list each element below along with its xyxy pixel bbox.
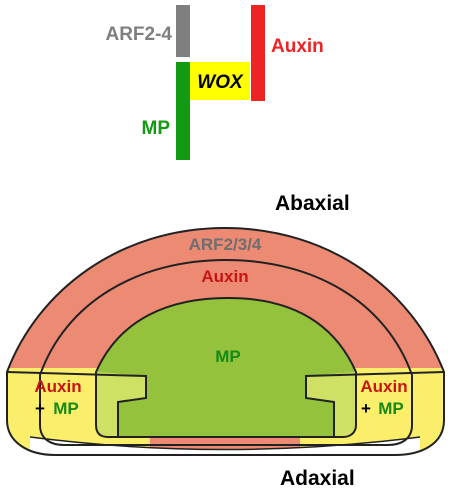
left-margin-mp-label: MP — [53, 399, 79, 418]
adaxial-inner-outline — [29, 436, 421, 451]
mp-label: MP — [142, 118, 171, 139]
left-margin-plus: + — [35, 399, 45, 418]
right-overlap-zone — [306, 372, 356, 437]
mp-activation-bar — [176, 62, 190, 160]
adaxial-label: Adaxial — [280, 467, 355, 490]
center-mp-outline — [95, 296, 357, 438]
outer-layer-label: ARF2/3/4 — [189, 235, 262, 254]
organ-cross-section: ARF2/3/4 Auxin MP Auxin + MP Auxin + MP — [6, 226, 445, 461]
auxin-label: Auxin — [271, 36, 324, 57]
right-margin-plus: + — [361, 399, 371, 418]
left-margin-auxin-label: Auxin — [34, 377, 81, 396]
right-margin-mp-label: MP — [378, 399, 404, 418]
auxin-inhibition-bar — [251, 5, 265, 101]
center-mp-domain — [96, 298, 356, 437]
outer-outline — [6, 226, 445, 456]
right-margin-outline — [305, 371, 445, 437]
right-margin-auxin-label: Auxin — [360, 377, 407, 396]
middle-auxin-outline — [39, 258, 413, 446]
arf-inhibition-bar — [176, 5, 190, 57]
center-label: MP — [215, 347, 241, 366]
wox-label: WOX — [197, 72, 244, 93]
abaxial-label: Abaxial — [275, 192, 350, 215]
left-margin-outline — [6, 371, 147, 437]
arf-label: ARF2-4 — [105, 24, 172, 45]
regulation-schematic: ARF2-4 WOX Auxin MP — [105, 5, 324, 160]
middle-layer-label: Auxin — [201, 267, 248, 286]
wox-box — [190, 62, 250, 100]
left-overlap-zone — [96, 372, 146, 437]
